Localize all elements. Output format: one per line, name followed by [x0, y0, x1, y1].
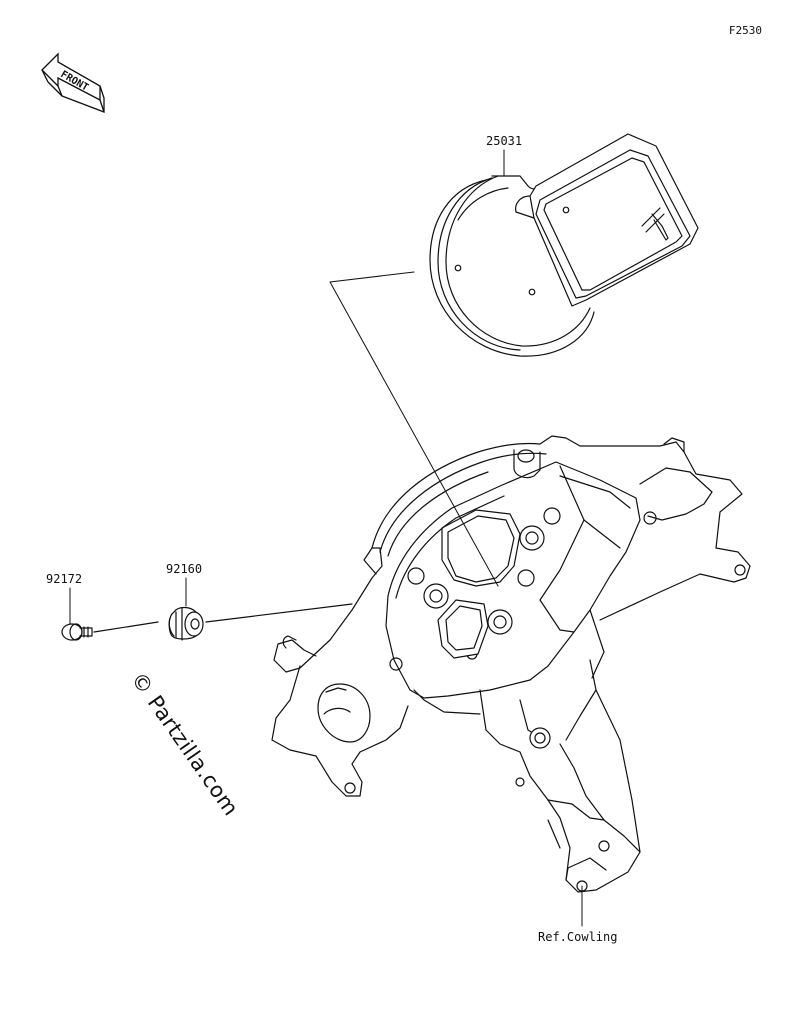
screw-part: [62, 622, 158, 640]
damper-part: [169, 604, 352, 640]
leader-line-meter: [330, 272, 498, 586]
callout-damper: 92160: [166, 562, 203, 576]
callout-meter-assembly: 25031: [486, 134, 523, 148]
callout-screw: 92172: [46, 572, 83, 586]
meter-bracket-part: [272, 436, 750, 892]
meter-assembly-part: [430, 134, 698, 356]
callout-reference: Ref.Cowling: [538, 930, 618, 944]
figure-id: F2530: [728, 24, 762, 37]
